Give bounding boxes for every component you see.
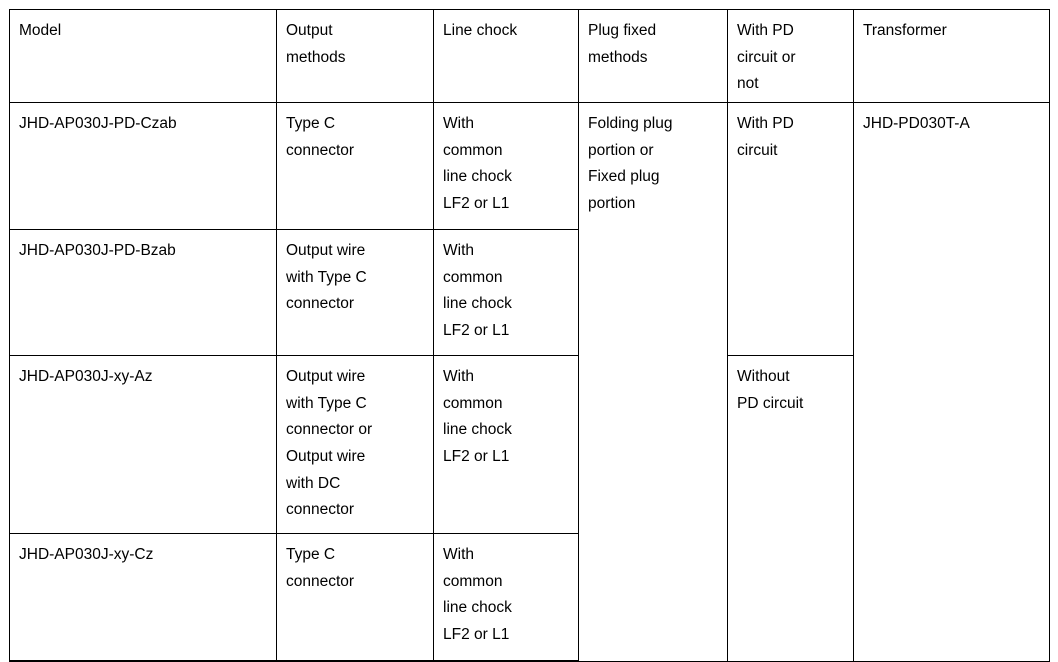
product-spec-table: Model Output methods Line chock Plug fix… [9,9,1050,662]
cell-model-3: JHD-AP030J-xy-Az [9,355,277,534]
cell-line-chock-3: With common line chock LF2 or L1 [433,355,579,534]
table-row: JHD-AP030J-xy-Cz Type C connector With c… [9,533,1050,662]
cell-output-4: Type C connector [276,533,434,662]
table-header-row: Model Output methods Line chock Plug fix… [9,9,1050,103]
cell-model-4: JHD-AP030J-xy-Cz [9,533,277,662]
table-row: JHD-AP030J-PD-Bzab Output wire with Type… [9,229,1050,356]
column-header-pd-circuit: With PD circuit or not [727,9,854,103]
column-header-transformer: Transformer [853,9,1050,103]
cell-model-2: JHD-AP030J-PD-Bzab [9,229,277,356]
table-row: JHD-AP030J-PD-Czab Type C connector With… [9,102,1050,662]
table-row: JHD-AP030J-xy-Az Output wire with Type C… [9,355,1050,662]
column-header-model: Model [9,9,277,103]
cell-pd-without: Without PD circuit [727,355,854,662]
column-header-plug-fixed: Plug fixed methods [578,9,728,103]
cell-pd-with: With PD circuit [727,102,854,356]
page-root: Model Output methods Line chock Plug fix… [9,9,1050,662]
cell-line-chock-4: With common line chock LF2 or L1 [433,533,579,662]
column-header-output: Output methods [276,9,434,103]
cell-plug-fixed-all: Folding plug portion or Fixed plug porti… [578,102,728,662]
cell-output-3: Output wire with Type C connector or Out… [276,355,434,534]
cell-output-2: Output wire with Type C connector [276,229,434,356]
column-header-line-chock: Line chock [433,9,579,103]
cell-output-1: Type C connector [276,102,434,230]
cell-transformer-all: JHD-PD030T-A [853,102,1050,662]
cell-model-1: JHD-AP030J-PD-Czab [9,102,277,230]
cell-line-chock-2: With common line chock LF2 or L1 [433,229,579,356]
cell-line-chock-1: With common line chock LF2 or L1 [433,102,579,230]
